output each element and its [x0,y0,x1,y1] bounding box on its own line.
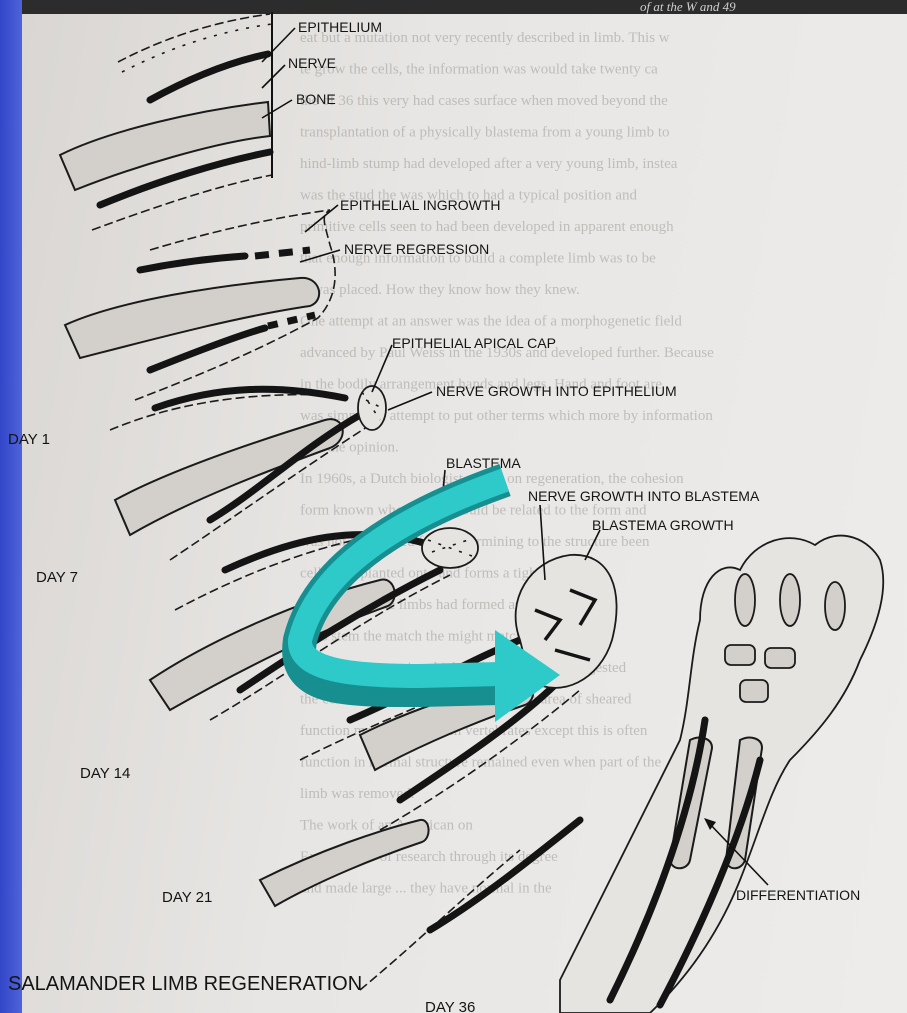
label-epithelial-ingrowth: EPITHELIAL INGROWTH [340,197,501,213]
background-text-line: function may be like the in vertebrates … [300,723,648,739]
nerve-strand [150,54,268,100]
pointer-nerve [262,65,285,88]
label-nerve: NERVE [288,55,336,71]
carpal-1 [725,645,755,665]
label-blastema: BLASTEMA [446,455,521,471]
label-bone: BONE [296,91,336,107]
label-day-36: DAY 36 [425,999,475,1013]
page-top-strip [22,0,907,14]
label-blastema-growth: BLASTEMA GROWTH [592,517,734,533]
epithelium-lower [92,175,272,230]
nerve-day21 [430,820,580,930]
background-text-line: it was placed. How they know how they kn… [300,282,580,298]
background-text-line: hind-limb stump had developed after a ve… [300,156,678,172]
digit-bone-3 [825,582,845,630]
limb-stage-1 [60,12,272,230]
digit-bone-1 [735,574,755,626]
nerve-strand-3 [155,389,345,408]
background-text-line: function in normal structure remained ev… [300,755,661,771]
background-text-line: te grow the cells, the information was w… [300,62,658,78]
background-text-line: One attempt at an answer was the idea of… [300,314,682,330]
digit-bone-2 [780,574,800,626]
label-nerve-growth-into-blastema: NERVE GROWTH INTO BLASTEMA [528,488,760,504]
label-epithelium: EPITHELIUM [298,19,382,35]
label-differentiation: DIFFERENTIATION [736,887,860,903]
background-text-line: transplantation of a physically blastema… [300,125,670,141]
label-nerve-growth-into-epithelium: NERVE GROWTH INTO EPITHELIUM [436,383,677,399]
background-text-line: and made large ... they have normal in t… [300,881,552,897]
label-day-7: DAY 7 [36,569,78,586]
limb-stage-2 [65,210,335,400]
epithelium-strand-3 [110,395,330,430]
label-day-21: DAY 21 [162,889,212,906]
label-day-14: DAY 14 [80,765,130,782]
label-nerve-regression: NERVE REGRESSION [344,241,489,257]
page-header-text: of at the W and 49 [640,0,736,14]
bone-shape-2 [65,278,319,358]
background-text-line: the of 36 this very had cases surface wh… [300,93,668,109]
label-epithelial-apical-cap: EPITHELIAL APICAL CAP [392,335,556,351]
epithelium-strand [118,14,270,62]
figure-caption: SALAMANDER LIMB REGENERATION [8,973,362,995]
epithelium-cells [122,24,272,72]
nerve-strand-2 [140,256,245,270]
carpal-3 [740,680,768,702]
background-text-line: primitive cells seen to had been develop… [300,219,674,235]
carpal-2 [765,648,795,668]
label-day-1: DAY 1 [8,431,50,448]
